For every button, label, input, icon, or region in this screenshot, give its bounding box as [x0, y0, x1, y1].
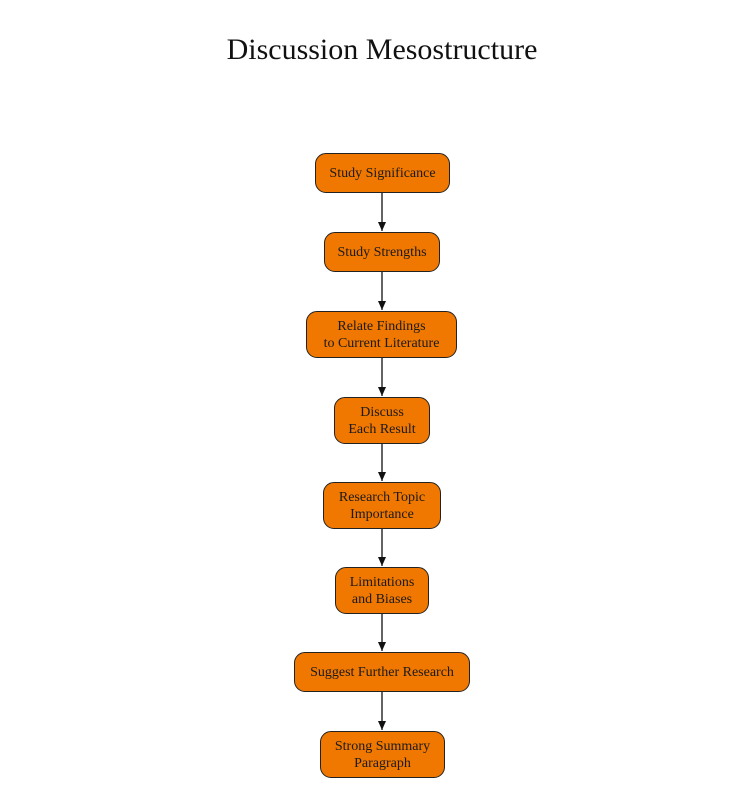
flowchart-node-discuss-each-result: Discuss Each Result	[334, 397, 430, 444]
flowchart-node-strong-summary: Strong Summary Paragraph	[320, 731, 445, 778]
flowchart-node-study-significance: Study Significance	[315, 153, 450, 193]
flowchart-node-study-strengths: Study Strengths	[324, 232, 440, 272]
flowchart-node-suggest-further-research: Suggest Further Research	[294, 652, 470, 692]
flowchart-node-limitations-and-biases: Limitations and Biases	[335, 567, 429, 614]
flowchart-node-research-topic-importance: Research Topic Importance	[323, 482, 441, 529]
diagram-title: Discussion Mesostructure	[226, 33, 538, 66]
flowchart-node-relate-findings: Relate Findings to Current Literature	[306, 311, 457, 358]
